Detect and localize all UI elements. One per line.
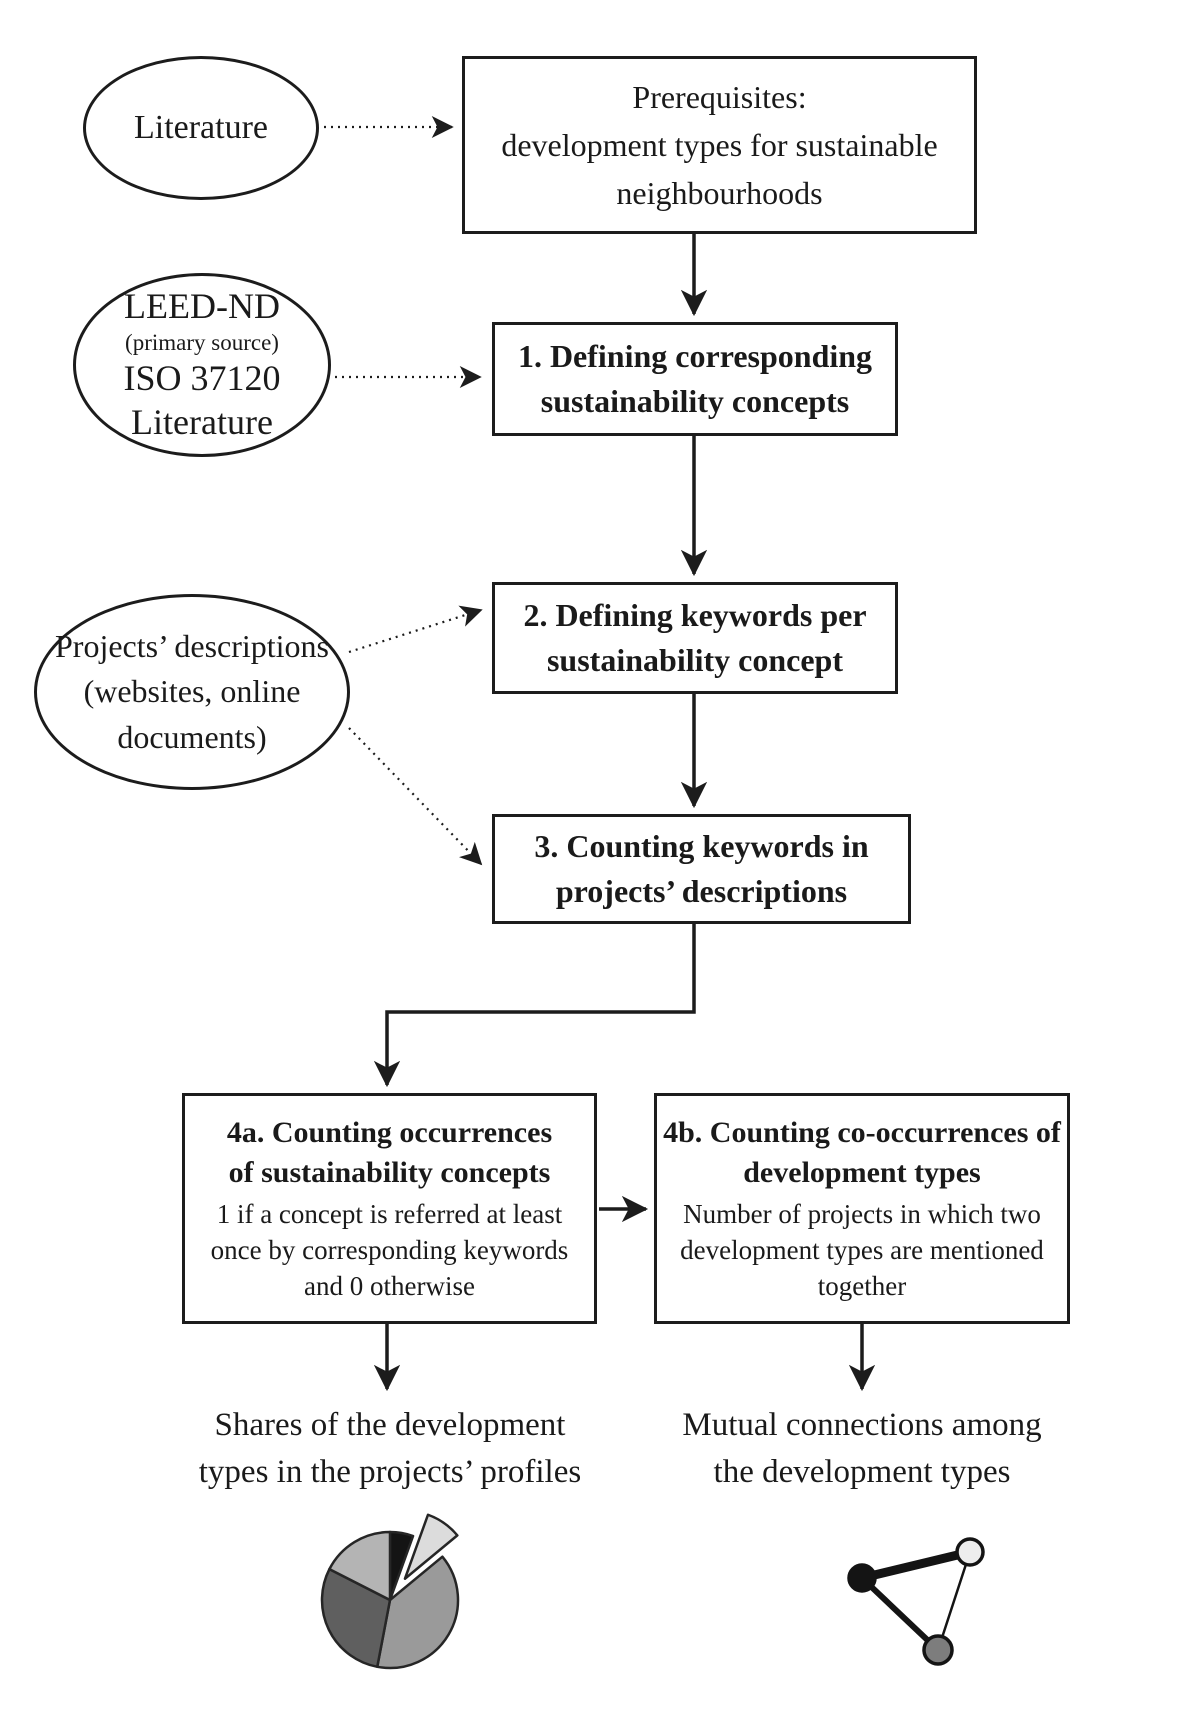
standards-line-lit: Literature [131,401,273,442]
network-edge-3 [936,1550,972,1652]
step2-label: 2. Defining keywords per sustainability … [523,597,867,678]
step4b-body: Number of projects in which two developm… [680,1199,1044,1301]
projects-descriptions-label: Projects’ descriptions (websites, online… [54,627,329,755]
box-step1: 1. Defining corresponding sustainability… [492,322,898,436]
pie-slice-3 [376,1555,460,1670]
box-prerequisites: Prerequisites: development types for sus… [462,56,977,234]
step3-label: 3. Counting keywords in projects’ descri… [534,828,869,909]
output-caption-connections: Mutual connections among the development… [682,1407,1042,1490]
step1-label: 1. Defining corresponding sustainability… [517,338,873,419]
ellipse-projects-descriptions: Projects’ descriptions (websites, online… [34,594,350,790]
prerequisites-label: Prerequisites: development types for sus… [501,79,938,211]
ellipse-literature: Literature [83,56,319,200]
step4b-title: 4b. Counting co-occurrences of developme… [663,1115,1061,1190]
standards-line-iso: ISO 37120 [123,357,281,398]
literature-label: Literature [133,109,269,146]
ellipse-standards: LEED-ND (primary source) ISO 37120 Liter… [73,273,331,457]
arrow-projects-to-step3 [348,727,483,866]
box-step4b: 4b. Counting co-occurrences of developme… [654,1093,1070,1324]
box-step4a: 4a. Counting occurrences of sustainabili… [182,1093,597,1324]
network-node-1 [847,1563,877,1593]
box-step2: 2. Defining keywords per sustainability … [492,582,898,694]
network-edge-1 [857,1547,975,1583]
pie-slice-5 [328,1530,392,1602]
network-edge-2 [859,1575,941,1653]
pie-slice-2 [403,1513,459,1580]
pie-chart [320,1513,460,1670]
network-graph [847,1537,985,1666]
pie-slice-4 [320,1567,392,1669]
standards-line-primary: (primary source) [125,330,279,356]
output-caption-shares: Shares of the development types in the p… [198,1407,582,1490]
step4a-body: 1 if a concept is referred at least once… [210,1199,569,1301]
arrow-projects-to-step2 [348,605,483,654]
arrow-step3-to-step4a [373,924,696,1088]
network-node-2 [955,1537,985,1567]
standards-line-leed: LEED-ND [124,286,280,327]
network-node-3 [922,1634,954,1666]
step4a-title: 4a. Counting occurrences of sustainabili… [226,1115,553,1190]
box-step3: 3. Counting keywords in projects’ descri… [492,814,911,924]
